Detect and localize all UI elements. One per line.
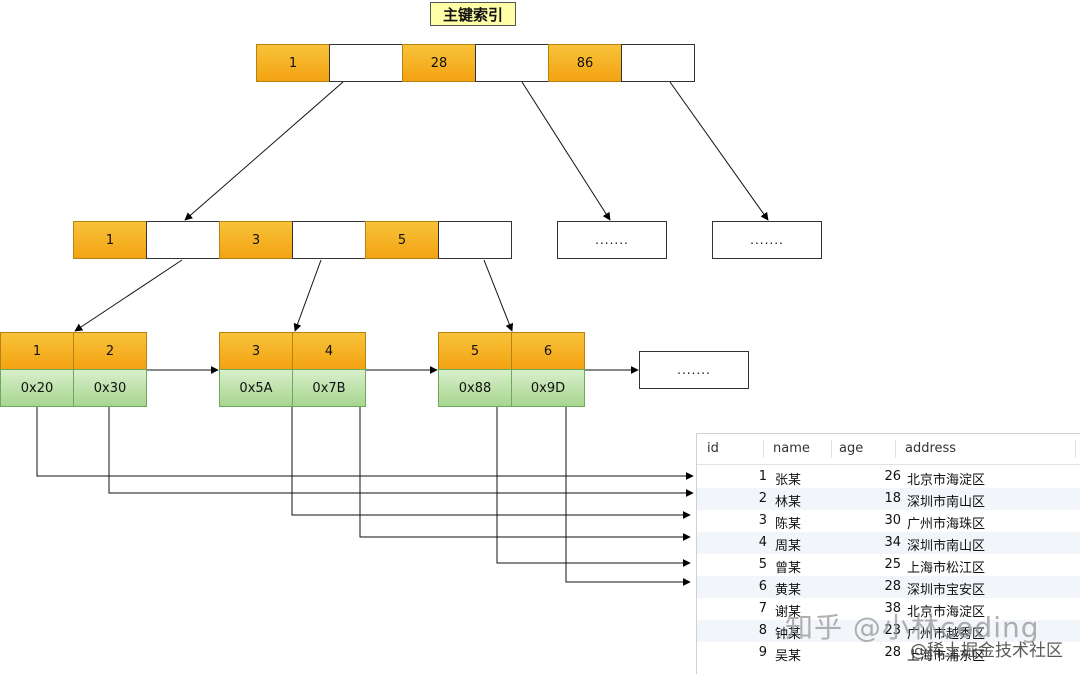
- column-header-id: id: [707, 441, 719, 456]
- cell-name: 张某: [775, 473, 802, 488]
- root-key-3: 86: [548, 44, 622, 82]
- leaf2-key-1: 3: [219, 332, 293, 370]
- cell-name: 黄某: [775, 583, 802, 598]
- table-row: 6 黄某 28 深圳市宝安区: [697, 576, 1080, 598]
- cell-address: 北京市海淀区: [907, 473, 986, 488]
- l2-placeholder-right: .......: [712, 221, 822, 259]
- cell-age: 25: [884, 557, 901, 572]
- cell-id: 9: [758, 645, 767, 660]
- cell-id: 7: [758, 601, 767, 616]
- cell-address: 深圳市南山区: [907, 495, 986, 510]
- edge-l2-leaf3: [483, 259, 514, 332]
- l2-pointer-2: [292, 221, 366, 259]
- cell-age: 28: [884, 645, 901, 660]
- cell-address: 上海市浦东区: [907, 649, 986, 664]
- l2-pointer-3: [438, 221, 512, 259]
- cell-age: 38: [884, 601, 901, 616]
- root-key-2: 28: [402, 44, 476, 82]
- cell-id: 1: [758, 469, 767, 484]
- cell-id: 5: [758, 557, 767, 572]
- cell-name: 谢某: [775, 605, 802, 620]
- edge-root-left: [184, 81, 344, 221]
- cell-name: 钟某: [775, 627, 802, 642]
- cell-id: 2: [758, 491, 767, 506]
- cell-name: 吴某: [775, 649, 802, 664]
- row-pointer-5: [496, 406, 691, 567]
- l2-key-2: 3: [219, 221, 293, 259]
- cell-name: 林某: [775, 495, 802, 510]
- leaf2-address-2: 0x7B: [292, 369, 366, 407]
- leaf3-key-1: 5: [438, 332, 512, 370]
- cell-id: 4: [758, 535, 767, 550]
- root-pointer-1: [329, 44, 403, 82]
- cell-age: 30: [884, 513, 901, 528]
- cell-address: 北京市海淀区: [907, 605, 986, 620]
- row-pointer-4: [359, 406, 691, 541]
- table-row: 3 陈某 30 广州市海珠区: [697, 510, 1080, 532]
- table-row: 5 曾某 25 上海市松江区: [697, 554, 1080, 576]
- leaf1-address-1: 0x20: [0, 369, 74, 407]
- root-pointer-3: [621, 44, 695, 82]
- l2-pointer-1: [146, 221, 220, 259]
- row-pointer-3: [291, 406, 691, 519]
- root-key-1: 1: [256, 44, 330, 82]
- l2-placeholder-left: .......: [557, 221, 667, 259]
- table-row: 2 林某 18 深圳市南山区: [697, 488, 1080, 510]
- leaf1-address-2: 0x30: [73, 369, 147, 407]
- leaf3-address-2: 0x9D: [511, 369, 585, 407]
- row-pointer-2: [108, 406, 694, 497]
- leaf1-key-1: 1: [0, 332, 74, 370]
- cell-age: 26: [884, 469, 901, 484]
- table-row: 1 张某 26 北京市海淀区: [697, 466, 1080, 488]
- table-row: 4 周某 34 深圳市南山区: [697, 532, 1080, 554]
- edge-root-middle: [521, 81, 611, 221]
- cell-age: 28: [884, 579, 901, 594]
- row-pointer-1: [36, 406, 694, 480]
- l2-key-3: 5: [365, 221, 439, 259]
- table-row: 8 钟某 23 广州市越秀区: [697, 620, 1080, 642]
- cell-id: 8: [758, 623, 767, 638]
- cell-age: 23: [884, 623, 901, 638]
- leaf1-key-2: 2: [73, 332, 147, 370]
- cell-address: 深圳市南山区: [907, 539, 986, 554]
- watermark-juejin: @稀土掘金技术社区: [910, 641, 1063, 661]
- cell-age: 34: [884, 535, 901, 550]
- cell-id: 3: [758, 513, 767, 528]
- table-row: 7 谢某 38 北京市海淀区: [697, 598, 1080, 620]
- l2-key-1: 1: [73, 221, 147, 259]
- cell-name: 曾某: [775, 561, 802, 576]
- table-header: id name age address: [697, 434, 1080, 465]
- leaf2-key-2: 4: [292, 332, 366, 370]
- cell-address: 广州市越秀区: [907, 627, 986, 642]
- edge-l2-leaf1: [74, 259, 183, 332]
- cell-address: 广州市海珠区: [907, 517, 986, 532]
- column-header-address: address: [905, 441, 957, 456]
- column-header-age: age: [839, 441, 864, 456]
- column-header-name: name: [773, 441, 810, 456]
- leaf3-key-2: 6: [511, 332, 585, 370]
- cell-name: 陈某: [775, 517, 802, 532]
- cell-age: 18: [884, 491, 901, 506]
- watermark-zhihu: 知乎 @小林coding: [785, 611, 1040, 644]
- leaf2-address-1: 0x5A: [219, 369, 293, 407]
- row-pointer-6: [565, 406, 691, 586]
- cell-address: 上海市松江区: [907, 561, 986, 576]
- edge-root-right: [669, 81, 769, 221]
- cell-address: 深圳市宝安区: [907, 583, 986, 598]
- cell-id: 6: [758, 579, 767, 594]
- leaf3-address-1: 0x88: [438, 369, 512, 407]
- data-table: id name age address 1 张某 26 北京市海淀区 2 林某 18 深圳市南…: [696, 433, 1080, 674]
- edge-l2-leaf2: [293, 259, 322, 332]
- table-row: 9 吴某 28 上海市浦东区: [697, 642, 1080, 664]
- cell-name: 周某: [775, 539, 802, 554]
- root-pointer-2: [475, 44, 549, 82]
- diagram-title: 主键索引: [430, 2, 516, 26]
- leaf-placeholder: .......: [639, 351, 749, 389]
